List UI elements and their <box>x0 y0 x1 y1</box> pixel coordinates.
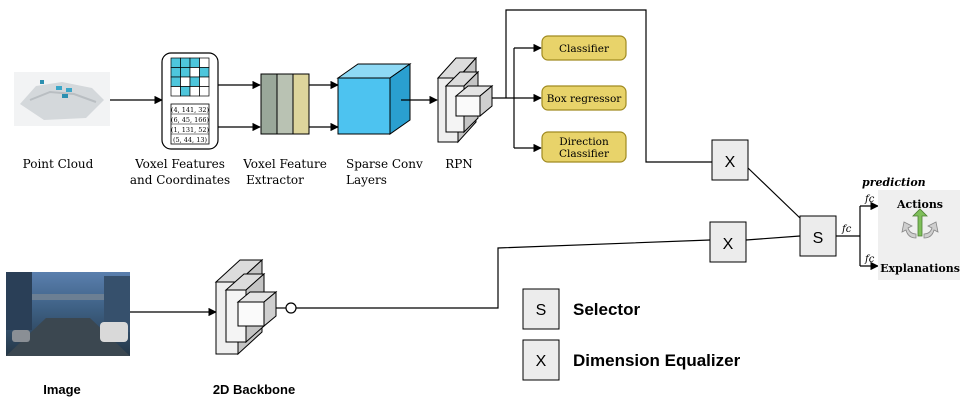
voxel-features-label-1: Voxel Features <box>134 157 225 171</box>
street-image <box>6 272 130 356</box>
legend: S Selector X Dimension Equalizer <box>522 288 741 381</box>
voxel-features-label-2: and Coordinates <box>130 173 230 187</box>
direction-label-1: Direction <box>559 136 609 148</box>
voxel-cell <box>170 86 181 97</box>
voxel-cell <box>180 86 191 97</box>
image-label: Image <box>43 382 81 397</box>
backbone-block <box>214 258 278 356</box>
rpn-feature-path <box>505 9 712 163</box>
explanations-label: Explanations <box>880 262 960 275</box>
classifier-label: Classifier <box>559 43 610 55</box>
coord-row: (5, 44, 13) <box>173 136 207 144</box>
legend-selector-label: Selector <box>573 300 640 319</box>
coord-row: (4, 141, 32) <box>171 106 210 114</box>
legend-selector-box <box>522 288 560 330</box>
voxel-cell <box>170 67 181 78</box>
line-top-x-to-selector <box>747 167 801 219</box>
voxel-cell <box>180 57 191 68</box>
rpn-label: RPN <box>445 157 473 171</box>
x-symbol: X <box>725 154 736 171</box>
voxel-cell <box>189 67 200 78</box>
point-cloud-image <box>14 72 110 126</box>
dimension-equalizer-node-top: X <box>711 139 749 181</box>
s-symbol: S <box>813 230 824 247</box>
prediction-label: prediction <box>862 176 926 189</box>
rpn-block <box>436 56 494 144</box>
fc-label-main: fc <box>841 224 852 235</box>
voxel-cell <box>189 76 200 87</box>
voxel-cell <box>189 57 200 68</box>
direction-classifier-head: Direction Classifier <box>541 131 627 163</box>
classifier-head: Classifier <box>541 35 627 61</box>
voxel-cell <box>199 67 210 78</box>
direction-label-2: Classifier <box>559 148 610 160</box>
voxel-extractor-label-2: Extractor <box>246 173 304 187</box>
voxel-grid <box>170 57 210 97</box>
pooling-node <box>285 302 297 314</box>
voxel-cell <box>199 57 210 68</box>
box-regressor-label: Box regressor <box>547 93 623 105</box>
dimension-equalizer-node-bottom: X <box>709 221 747 263</box>
legend-selector-symbol: S <box>536 302 547 319</box>
image-feature-path <box>296 239 711 309</box>
sparse-conv-cube <box>336 63 412 135</box>
coord-row: (1, 131, 52) <box>171 126 210 134</box>
actions-arrows-icon <box>901 208 939 239</box>
voxel-cell <box>180 76 191 87</box>
voxel-cell <box>170 76 181 87</box>
coords-table: (4, 141, 32) (6, 45, 166) (1, 131, 52) (… <box>170 103 210 145</box>
legend-equalizer-box <box>522 339 560 381</box>
point-cloud-label: Point Cloud <box>23 157 94 171</box>
voxel-cell <box>199 86 210 97</box>
legend-equalizer-symbol: X <box>536 353 547 370</box>
voxel-feature-extractor <box>260 73 310 135</box>
backbone-label: 2D Backbone <box>213 382 295 397</box>
voxel-cell <box>180 67 191 78</box>
fc-label-explanations: fc <box>864 254 875 265</box>
coord-row: (6, 45, 166) <box>171 116 210 124</box>
voxel-extractor-label-1: Voxel Feature <box>242 157 327 171</box>
voxel-cell <box>189 86 200 97</box>
legend-equalizer-label: Dimension Equalizer <box>573 351 741 370</box>
sparse-conv-label-2: Layers <box>346 173 387 187</box>
fc-label-actions: fc <box>864 194 875 205</box>
selector-node: S <box>799 215 837 257</box>
voxel-cell <box>199 76 210 87</box>
box-regressor-head: Box regressor <box>541 85 627 111</box>
x-symbol: X <box>723 236 734 253</box>
actions-label: Actions <box>896 198 943 211</box>
line-bottom-x-to-selector <box>745 235 801 241</box>
sparse-conv-label-1: Sparse Conv <box>346 157 423 171</box>
voxel-cell <box>170 57 181 68</box>
